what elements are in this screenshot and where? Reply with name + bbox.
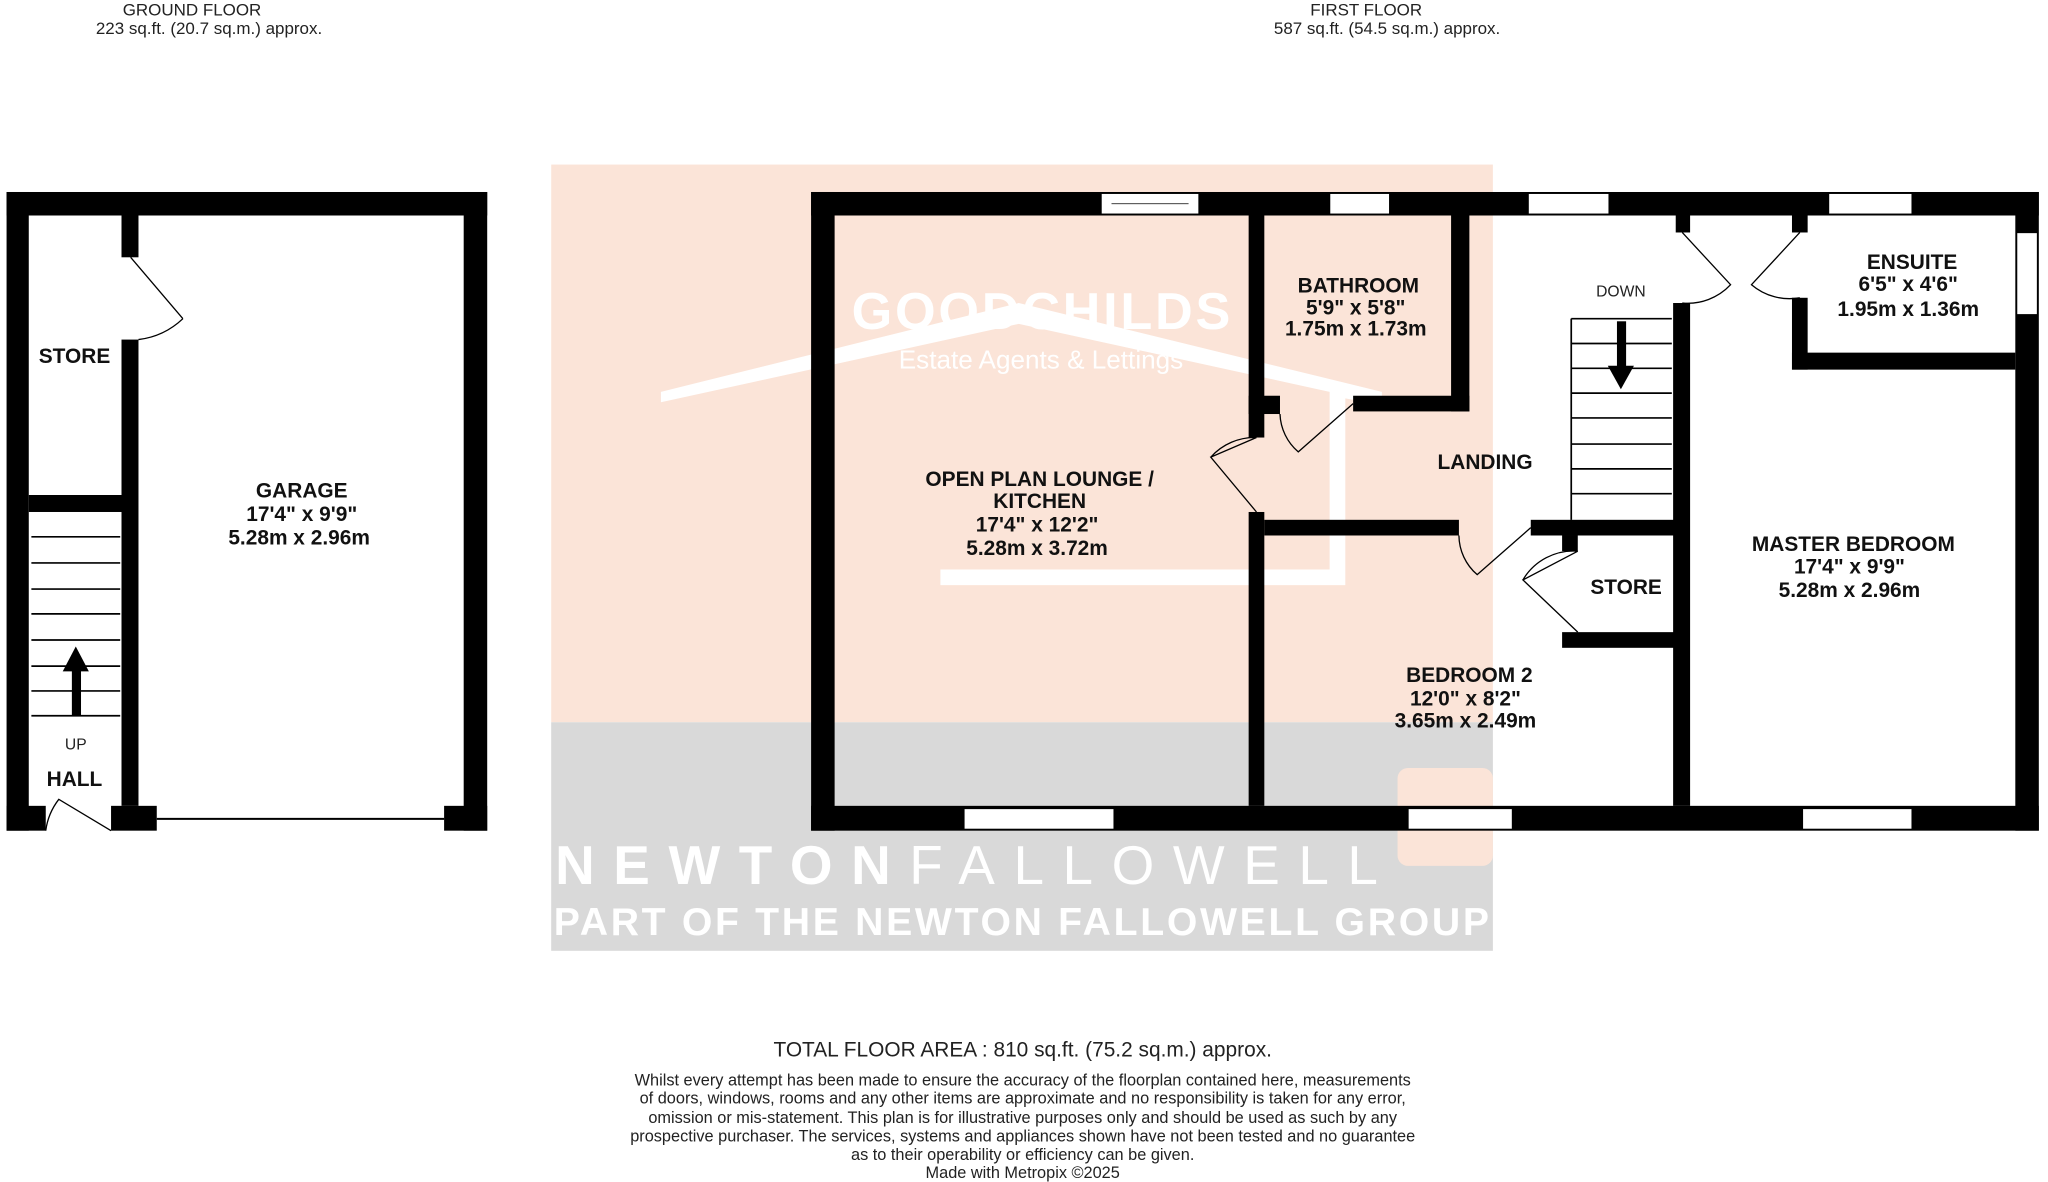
watermark-peach-band <box>551 164 1493 723</box>
lounge-label-2: KITCHEN <box>993 490 1086 513</box>
window <box>1827 192 1913 215</box>
lounge-label-1: OPEN PLAN LOUNGE / <box>925 468 1154 491</box>
master-door <box>1681 232 1732 304</box>
hall-stairs-up: UP <box>65 737 87 754</box>
window <box>1407 807 1514 831</box>
watermark-brand: GOODCHILDS <box>852 283 1231 341</box>
bedroom2-metric: 3.65m x 2.49m <box>1395 709 1537 732</box>
first-floor-area: 587 sq.ft. (54.5 sq.m.) approx. <box>1274 19 1500 38</box>
arrow-down-icon <box>1607 365 1634 390</box>
metropix-credit: Made with Metropix ©2025 <box>926 1164 1120 1182</box>
total-floor-area: TOTAL FLOOR AREA : 810 sq.ft. (75.2 sq.m… <box>773 1039 1272 1062</box>
disclaimer-line: prospective purchaser. The services, sys… <box>630 1128 1415 1146</box>
ensuite-label: ENSUITE <box>1867 251 1958 274</box>
first-floor-plan <box>811 191 2039 831</box>
ground-floor-plan <box>6 191 488 832</box>
bedroom2-imperial: 12'0" x 8'2" <box>1410 687 1521 710</box>
bathroom-metric: 1.75m x 1.73m <box>1285 318 1427 341</box>
ensuite-metric: 1.95m x 1.36m <box>1837 298 1979 321</box>
bathroom-label: BATHROOM <box>1298 275 1419 298</box>
disclaimer-line: as to their operability or efficiency ca… <box>851 1146 1194 1164</box>
watermark <box>551 164 1493 951</box>
first-stairs <box>1570 317 1672 520</box>
garage-label: GARAGE <box>256 480 348 503</box>
bathroom-imperial: 5'9" x 5'8" <box>1306 297 1405 320</box>
ensuite-imperial: 6'5" x 4'6" <box>1859 273 1958 296</box>
store-first-label: STORE <box>1590 576 1662 599</box>
hall-label: HALL <box>47 768 103 791</box>
store-door <box>130 256 184 341</box>
window <box>1328 192 1391 215</box>
disclaimer-line: of doors, windows, rooms and any other i… <box>640 1090 1406 1108</box>
lounge-imperial: 17'4" x 12'2" <box>976 514 1099 537</box>
bathroom-door <box>1279 403 1354 453</box>
bedroom2-door <box>1458 527 1532 576</box>
ensuite-door <box>1750 232 1801 300</box>
window <box>963 807 1115 831</box>
garage-metric: 5.28m x 2.96m <box>228 527 370 550</box>
hall-door <box>45 798 112 832</box>
garage-imperial: 17'4" x 9'9" <box>246 503 357 526</box>
ground-floor-area: 223 sq.ft. (20.7 sq.m.) approx. <box>96 19 322 38</box>
window <box>1801 807 1913 831</box>
first-floor-title: FIRST FLOOR <box>1310 1 1422 20</box>
master-label: MASTER BEDROOM <box>1752 533 1955 556</box>
window <box>1527 192 1610 215</box>
watermark-tagline: Estate Agents & Lettings <box>899 344 1184 374</box>
window <box>2015 231 2039 316</box>
disclaimer-line: omission or mis-statement. This plan is … <box>648 1109 1397 1127</box>
ground-floor-title: GROUND FLOOR <box>123 1 262 20</box>
arrow-up-icon <box>62 646 89 672</box>
ground-stairs <box>31 535 121 717</box>
lounge-door <box>1209 436 1257 513</box>
landing-stairs-down: DOWN <box>1596 283 1646 300</box>
bedroom2-label: BEDROOM 2 <box>1406 664 1532 687</box>
store-ground-label: STORE <box>39 345 111 368</box>
watermark-grey-band <box>551 722 1493 951</box>
store-door <box>1521 550 1579 633</box>
lounge-metric: 5.28m x 3.72m <box>966 537 1108 560</box>
watermark-group: PART OF THE NEWTON FALLOWELL GROUP <box>554 901 1489 944</box>
master-imperial: 17'4" x 9'9" <box>1794 555 1905 578</box>
disclaimer-line: Whilst every attempt has been made to en… <box>635 1071 1411 1089</box>
master-metric: 5.28m x 2.96m <box>1779 579 1921 602</box>
landing-label: LANDING <box>1437 451 1532 474</box>
